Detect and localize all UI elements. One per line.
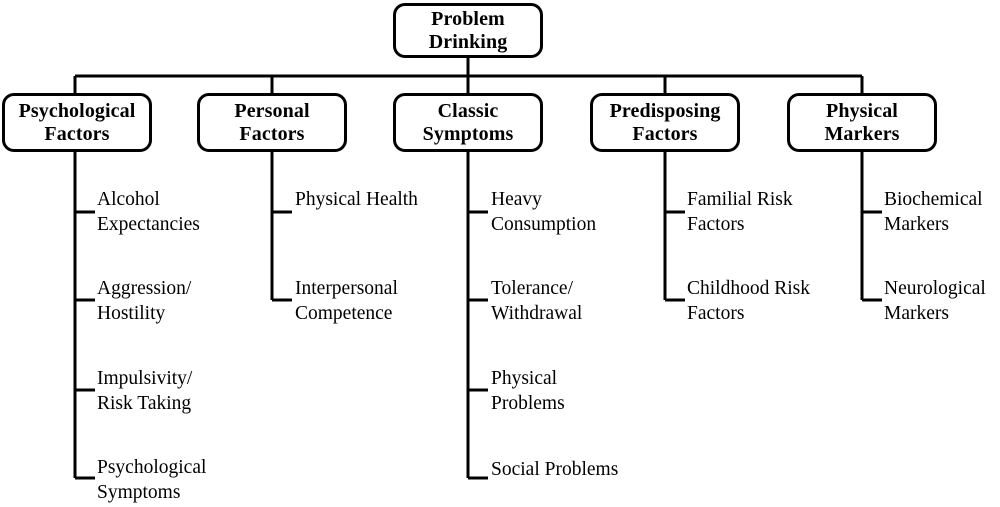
leaf-psychological-factors-3[interactable]: Psychological Symptoms — [97, 457, 207, 503]
leaf-classic-symptoms-0[interactable]: Heavy Consumption — [491, 189, 597, 235]
node-predisposing-factors[interactable]: Predisposing Factors — [590, 93, 740, 152]
node-classic-symptoms-label: Classic Symptoms — [422, 100, 514, 145]
node-predisposing-factors-label: Predisposing Factors — [609, 100, 721, 145]
leaf-classic-symptoms-3[interactable]: Social Problems — [491, 459, 619, 480]
node-physical-markers-label: Physical Markers — [824, 100, 900, 145]
node-physical-markers[interactable]: Physical Markers — [787, 93, 937, 152]
node-personal-factors[interactable]: Personal Factors — [197, 93, 347, 152]
node-problem-drinking[interactable]: Problem Drinking — [393, 3, 543, 58]
node-problem-drinking-label: Problem Drinking — [428, 8, 508, 53]
leaf-psychological-factors-2[interactable]: Impulsivity/ Risk Taking — [97, 368, 193, 414]
leaf-personal-factors-0[interactable]: Physical Health — [295, 189, 418, 210]
leaf-classic-symptoms-1[interactable]: Tolerance/ Withdrawal — [491, 278, 583, 324]
node-psychological-factors[interactable]: Psychological Factors — [2, 93, 152, 152]
node-psychological-factors-label: Psychological Factors — [18, 100, 136, 145]
node-classic-symptoms[interactable]: Classic Symptoms — [393, 93, 543, 152]
leaf-physical-markers-0[interactable]: Biochemical Markers — [884, 189, 983, 235]
leaf-physical-markers-1[interactable]: Neurological Markers — [884, 278, 986, 324]
leaf-personal-factors-1[interactable]: Interpersonal Competence — [295, 278, 398, 324]
leaf-psychological-factors-0[interactable]: Alcohol Expectancies — [97, 189, 200, 235]
leaf-classic-symptoms-2[interactable]: Physical Problems — [491, 368, 565, 414]
leaf-predisposing-factors-0[interactable]: Familial Risk Factors — [687, 189, 793, 235]
leaf-predisposing-factors-1[interactable]: Childhood Risk Factors — [687, 278, 810, 324]
leaf-psychological-factors-1[interactable]: Aggression/ Hostility — [97, 278, 192, 324]
node-personal-factors-label: Personal Factors — [234, 100, 310, 145]
